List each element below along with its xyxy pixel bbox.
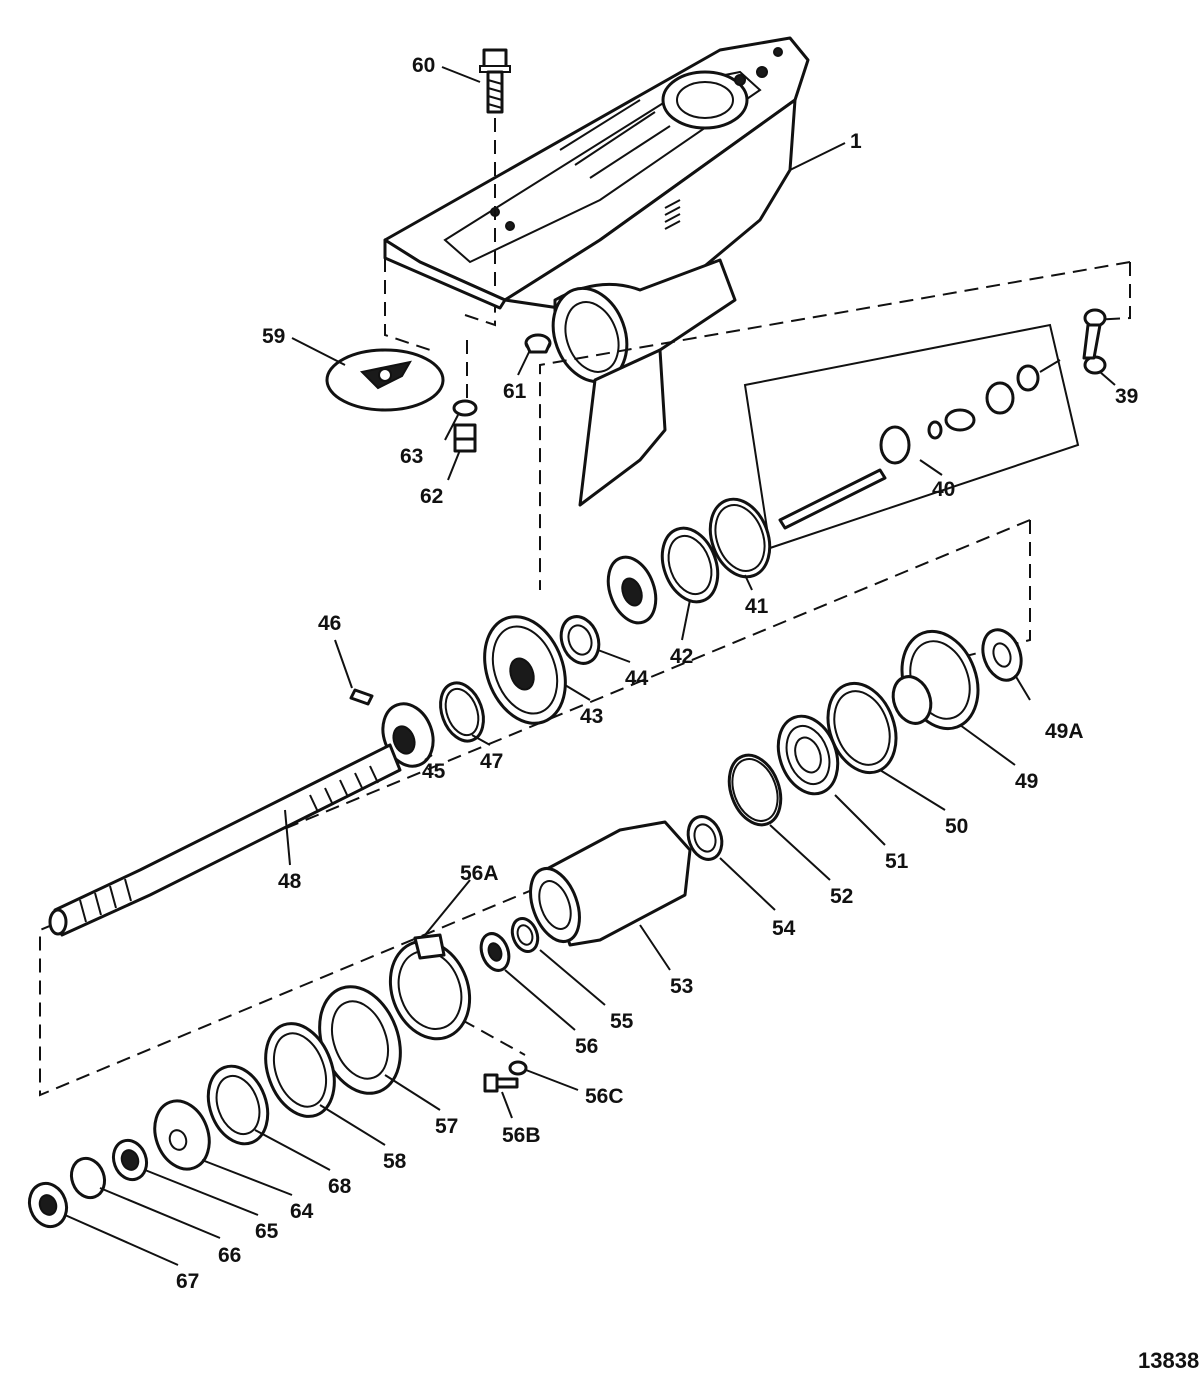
callout-46: 46 [318,612,341,635]
callout-67: 67 [176,1270,199,1293]
anode-59 [325,348,445,412]
callout-leaders [64,66,1116,1266]
needle-bearing-54 [686,815,724,861]
bearing-carrier-53 [529,820,692,947]
plug-61 [524,333,552,354]
callout-59: 59 [262,325,285,348]
callout-56C: 56C [585,1085,624,1108]
callout-63: 63 [400,445,423,468]
callout-60: 60 [412,54,435,77]
callout-43: 43 [580,705,603,728]
propeller-shaft-48 [48,743,402,937]
thrust-hub-64 [153,1099,211,1171]
callout-65: 65 [255,1220,279,1243]
shim-50 [826,681,898,775]
callout-53: 53 [670,975,693,998]
callout-52: 52 [830,885,853,908]
callout-64: 64 [290,1200,314,1223]
callout-56A: 56A [460,862,499,885]
callout-44: 44 [625,667,649,690]
retainer-ring-47 [439,681,485,743]
reference-number: 13838 [1138,1348,1199,1373]
seal-56 [479,932,511,972]
callout-50: 50 [945,815,968,838]
callout-51: 51 [885,850,909,873]
callout-49A: 49A [1045,720,1084,743]
callout-42: 42 [670,645,693,668]
callout-40: 40 [932,478,955,501]
tab-washer-56A [388,933,472,1041]
spline-washer-65 [111,1138,149,1182]
callout-56: 56 [575,1035,598,1058]
bolt-60 [479,48,511,114]
ring-55 [510,917,540,953]
washer-63 [452,399,478,417]
callout-1: 1 [850,130,862,153]
callout-56B: 56B [502,1124,541,1147]
cross-pin-46 [349,688,374,706]
callout-39: 39 [1115,385,1138,408]
callout-55: 55 [610,1010,634,1033]
callout-66: 66 [218,1244,241,1267]
callout-61: 61 [503,380,527,403]
callout-68: 68 [328,1175,352,1198]
gear-housing [383,36,810,507]
thrust-washer-49A [981,628,1023,682]
o-ring-52 [727,753,783,827]
washer-56C [508,1060,528,1076]
callout-62: 62 [420,485,443,508]
callout-58: 58 [383,1150,407,1173]
ball-bearing-51 [776,714,840,796]
callout-47: 47 [480,750,503,773]
callout-49: 49 [1015,770,1038,793]
tab-washer-66 [69,1156,107,1200]
reverse-gear-49 [891,629,980,731]
prop-nut-67 [27,1181,69,1229]
washer-68 [206,1064,270,1146]
callout-48: 48 [278,870,302,893]
cover-nut-58 [264,1022,336,1118]
bearing-cone-42 [606,555,658,625]
shim-ring-41 [708,497,772,579]
needle-bearing-44 [559,615,601,665]
forward-gear-43 [483,615,567,725]
callout-41: 41 [745,595,769,618]
bearing-cup-42 [660,526,720,604]
assembly-guide-lines [39,118,1131,1097]
shift-link-39 [1082,308,1107,375]
shift-shaft-assembly-40 [743,323,1080,550]
callout-labels: 1 39 40 41 42 43 44 45 46 47 48 49 49A 5… [176,54,1199,1373]
callout-54: 54 [772,917,796,940]
screw-56B [483,1073,519,1093]
callout-45: 45 [422,760,446,783]
clutch-45 [381,702,435,768]
callout-57: 57 [435,1115,458,1138]
screw-62 [453,423,477,453]
